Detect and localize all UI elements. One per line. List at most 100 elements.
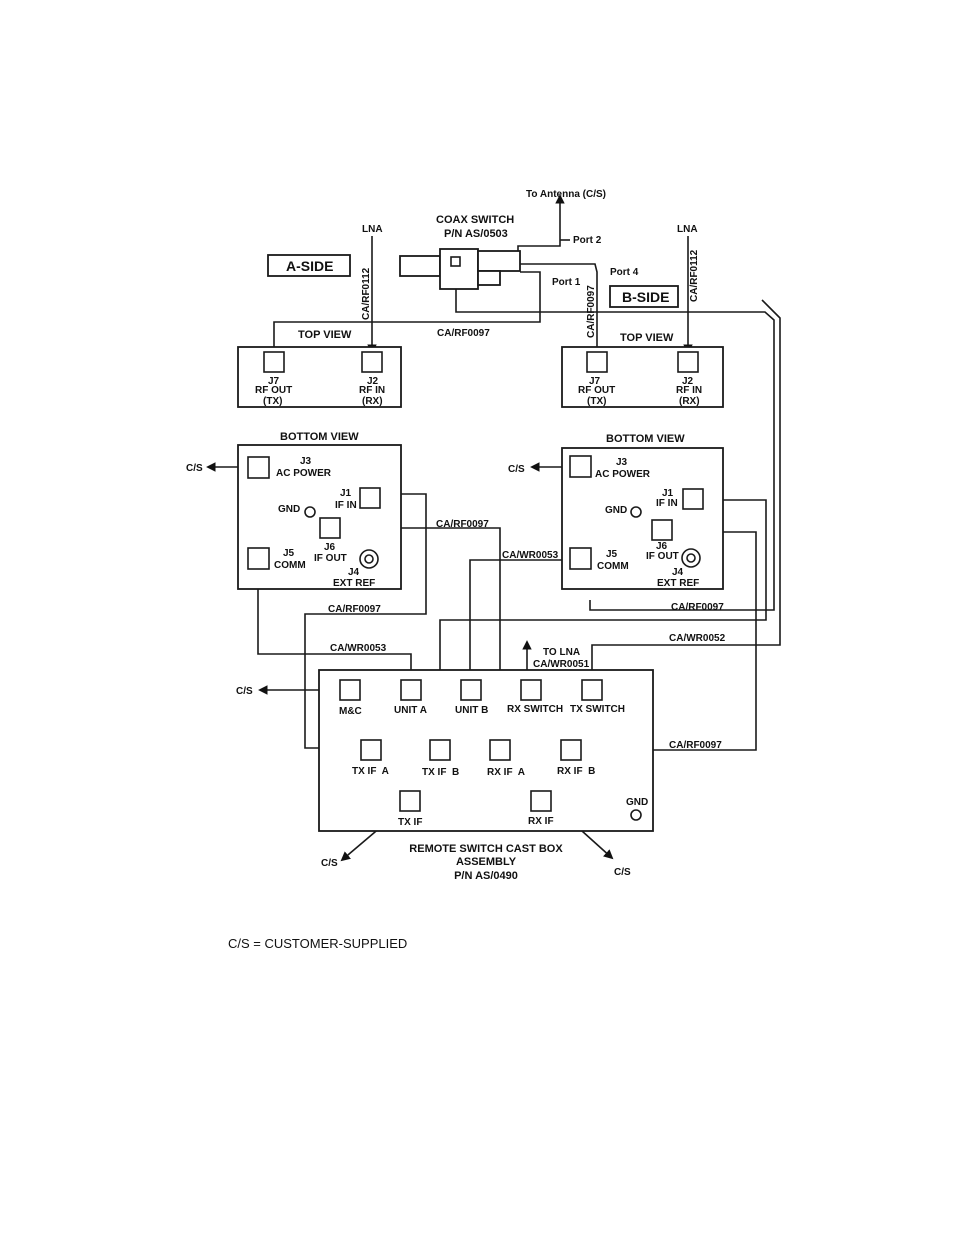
a-ac-power-label: AC POWER: [276, 468, 332, 479]
b-top-view-title: TOP VIEW: [620, 332, 674, 344]
a-rf-in-label: RF IN: [359, 385, 385, 396]
a-rf0112-label: CA/RF0112: [361, 267, 372, 320]
unit-b-label: UNIT B: [455, 705, 488, 716]
a-j5-connector: [247, 547, 270, 570]
b-j7-label: J7: [589, 376, 601, 387]
a-gnd-terminal: [304, 506, 316, 518]
b-if-in-label: IF IN: [656, 498, 678, 509]
coax-switch: [399, 248, 521, 290]
wr0052-label: CA/WR0052: [669, 633, 726, 644]
top-rf0097-label: CA/RF0097: [437, 328, 490, 339]
a-j2-connector: [361, 351, 383, 373]
b-ext-ref-label: EXT REF: [657, 578, 699, 589]
rx-if-a-connector: [489, 739, 511, 761]
coax-switch-title: COAX SWITCH: [436, 214, 514, 226]
rx-if-b-connector: [560, 739, 582, 761]
b-side-box: [609, 285, 679, 308]
a-if-in-label: IF IN: [335, 500, 357, 511]
a-j6-connector: [319, 517, 341, 539]
port1-wire: [273, 271, 541, 352]
mc-cs-label: C/S: [236, 686, 253, 697]
port4-wire: [520, 263, 598, 355]
tx-if-label: TX IF: [398, 817, 422, 828]
b-bottom-view-title: BOTTOM VIEW: [606, 433, 685, 445]
tx-if-b-connector: [429, 739, 451, 761]
a-j1-label: J1: [340, 488, 352, 499]
a-top-view-title: TOP VIEW: [298, 329, 352, 341]
b-j5-label: J5: [606, 549, 618, 560]
tx-switch-connector: [581, 679, 603, 701]
tx-switch-label: TX SWITCH: [570, 704, 625, 715]
a-ext-ref-label: EXT REF: [333, 578, 375, 589]
rx-if-b-label: RX IF B: [557, 766, 595, 777]
box-gnd-terminal: [630, 809, 642, 821]
b-rf0112-label: CA/RF0112: [689, 249, 700, 302]
a-j7-label: J7: [268, 376, 280, 387]
tx-if-a-connector: [360, 739, 382, 761]
coax-switch-body: [439, 248, 479, 290]
wires: [206, 194, 781, 862]
assembly-line1: REMOTE SWITCH CAST BOX: [409, 843, 563, 855]
b-comm-wire: [469, 559, 580, 680]
box-rf0097-label: CA/RF0097: [669, 740, 722, 751]
a-if-out-label: IF OUT: [314, 553, 347, 564]
b-rf-in-label: RF IN: [676, 385, 702, 396]
b-gnd-terminal: [630, 506, 642, 518]
assembly-line3: P/N AS/0490: [454, 870, 518, 882]
b-j4-inner: [686, 553, 696, 563]
a-j3-connector: [247, 456, 270, 479]
a-if-in-wire: [304, 493, 427, 749]
mc-label: M&C: [339, 706, 362, 717]
assembly-line2: ASSEMBLY: [456, 856, 517, 868]
lna-b-label: LNA: [677, 224, 698, 235]
rx-switch-label: RX SWITCH: [507, 704, 563, 715]
mc-connector: [339, 679, 361, 701]
coax-long-wire: [455, 264, 775, 611]
b-rf-out-label: RF OUT: [578, 385, 615, 396]
b-comm-label: COMM: [597, 561, 629, 572]
b-j5-connector: [569, 547, 592, 570]
a-bottom-view-title: BOTTOM VIEW: [280, 431, 359, 443]
b-if-in-wire: [439, 499, 767, 741]
diagram-labels: To Antenna (C/S) COAX SWITCH P/N AS/0503…: [186, 189, 726, 882]
rx-if-connector: [530, 790, 552, 812]
a-rf0097-lower-label: CA/RF0097: [328, 604, 381, 615]
rx-switch-connector: [520, 679, 542, 701]
b-j7-connector: [586, 351, 608, 373]
coax-switch-port-lower: [477, 270, 501, 286]
a-j1-connector: [359, 487, 381, 509]
coax-switch-indicator: [450, 256, 461, 267]
a-j3-label: J3: [300, 456, 312, 467]
b-rx-label: (RX): [679, 396, 700, 407]
coax-switch-body-left: [399, 255, 441, 277]
tx-if-b-label: TX IF B: [422, 767, 459, 778]
to-lna-label: TO LNA: [543, 647, 580, 658]
b-j1-connector: [682, 488, 704, 510]
a-gnd-label: GND: [278, 504, 300, 515]
a-j5-label: J5: [283, 548, 295, 559]
tx-if-cs-label: C/S: [321, 858, 338, 869]
b-j6-connector: [651, 519, 673, 541]
a-side-label: A-SIDE: [286, 258, 333, 274]
a-rx-label: (RX): [362, 396, 383, 407]
port4-label: Port 4: [610, 267, 639, 278]
unit-b-connector: [460, 679, 482, 701]
a-rf-out-label: RF OUT: [255, 385, 292, 396]
rx-if-cs-label: C/S: [614, 867, 631, 878]
a-side-box: [267, 254, 351, 277]
b-gnd-label: GND: [605, 505, 627, 516]
tx-switch-wire: [591, 299, 781, 680]
b-j2-connector: [677, 351, 699, 373]
a-comm-label: COMM: [274, 560, 306, 571]
b-j3-label: J3: [616, 457, 628, 468]
port1-label: Port 1: [552, 277, 581, 288]
b-rf0097-lower-label: CA/RF0097: [671, 602, 724, 613]
b-j4-label: J4: [672, 567, 684, 578]
a-j7-connector: [263, 351, 285, 373]
a-j6-label: J6: [324, 542, 336, 553]
box-gnd-label: GND: [626, 797, 648, 808]
port2-label: Port 2: [573, 235, 602, 246]
coax-switch-port-block: [477, 250, 521, 272]
b-j2-label: J2: [682, 376, 694, 387]
